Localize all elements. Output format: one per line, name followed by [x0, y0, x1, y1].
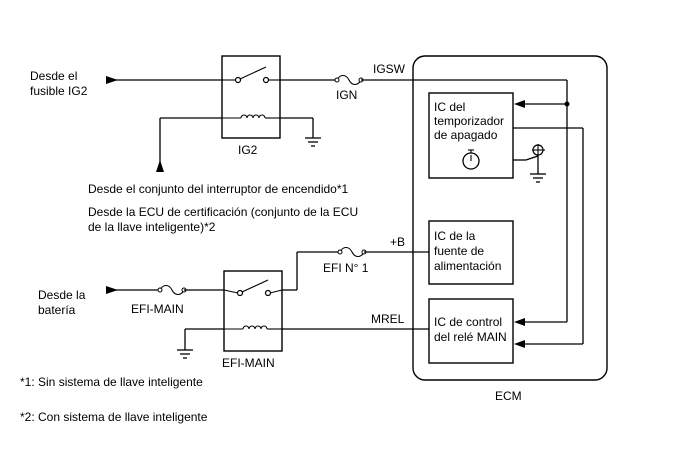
ign-fuse-label: IGN	[336, 88, 357, 102]
ig2-fuse-label-2: fusible IG2	[30, 84, 88, 98]
ig2-relay-label: IG2	[238, 143, 258, 157]
ig2-contact-right	[262, 76, 270, 84]
mrel-label: MREL	[371, 312, 405, 326]
battery-label-1: Desde la	[38, 288, 86, 302]
ignition-switch-label: Desde el conjunto del interruptor de enc…	[88, 182, 349, 196]
efi-no1-fuse	[339, 246, 365, 258]
ign-fuse	[336, 74, 362, 86]
ig2-switch-blade	[239, 66, 267, 80]
footnote-1: *1: Sin sistema de llave inteligente	[20, 375, 203, 389]
ig2-relay-box	[221, 55, 281, 139]
efi-main-fuse-label: EFI-MAIN	[131, 302, 184, 316]
efi-main-fuse	[159, 284, 185, 296]
footnote-2: *2: Con sistema de llave inteligente	[20, 410, 208, 424]
cert-ecu-label-1: Desde la ECU de certificación (conjunto …	[88, 205, 358, 219]
cert-ecu-label-2: de la llave inteligente)*2	[88, 220, 216, 234]
efi-no1-fuse-label: EFI N° 1	[323, 261, 369, 275]
main-relay-ic-label-1: IC de control	[434, 315, 502, 329]
timer-ic-label-3: de apagado	[434, 128, 498, 142]
main-relay-ic-box	[428, 298, 514, 364]
main-relay-ic-label-2: del relé MAIN	[434, 330, 507, 344]
timer-ic-label-2: temporizador	[434, 114, 504, 128]
ig2-contact-left	[234, 76, 242, 84]
ecm-label: ECM	[495, 389, 522, 403]
battery-input-arrow	[106, 286, 118, 294]
efi-main-switch-blade	[241, 279, 269, 293]
efi-main-relay-box	[223, 270, 283, 352]
battery-label-2: batería	[38, 303, 76, 317]
ig2-input-arrow	[106, 76, 118, 84]
efi-main-relay-label: EFI-MAIN	[222, 356, 275, 370]
power-ic-label-3: alimentación	[434, 259, 501, 273]
ig2-fuse-label-1: Desde el	[30, 69, 77, 83]
timer-ic-label-1: IC del	[434, 100, 465, 114]
power-ic-label-2: fuente de	[434, 244, 484, 258]
ignition-switch-arrow	[156, 160, 164, 172]
efi-main-coil	[242, 325, 268, 330]
igsw-label: IGSW	[373, 62, 406, 76]
power-ic-label-1: IC de la	[434, 229, 476, 243]
plus-b-label: +B	[390, 235, 405, 249]
ig2-coil	[240, 114, 266, 119]
